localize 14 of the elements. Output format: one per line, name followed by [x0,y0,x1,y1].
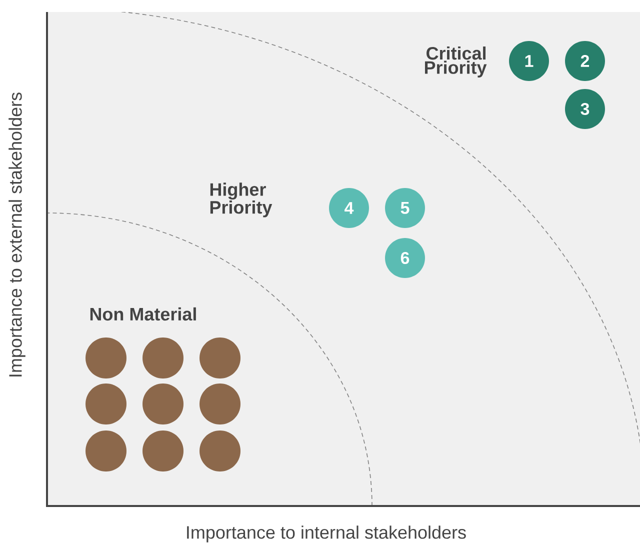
group-label: Higher Priority [210,182,272,218]
circle [200,430,240,472]
circle [86,337,126,378]
circle [86,430,126,472]
circle [200,337,240,378]
circle [86,384,126,424]
circle [142,430,184,472]
group-label: Non Material [90,307,196,321]
axis-label: Importance to internal stakeholders [187,526,466,542]
group-label: Critical Priority [425,46,487,78]
axis-label: Importance to external stakeholders [8,92,26,376]
circle [142,384,184,424]
circle [200,384,240,424]
circle [142,337,184,378]
